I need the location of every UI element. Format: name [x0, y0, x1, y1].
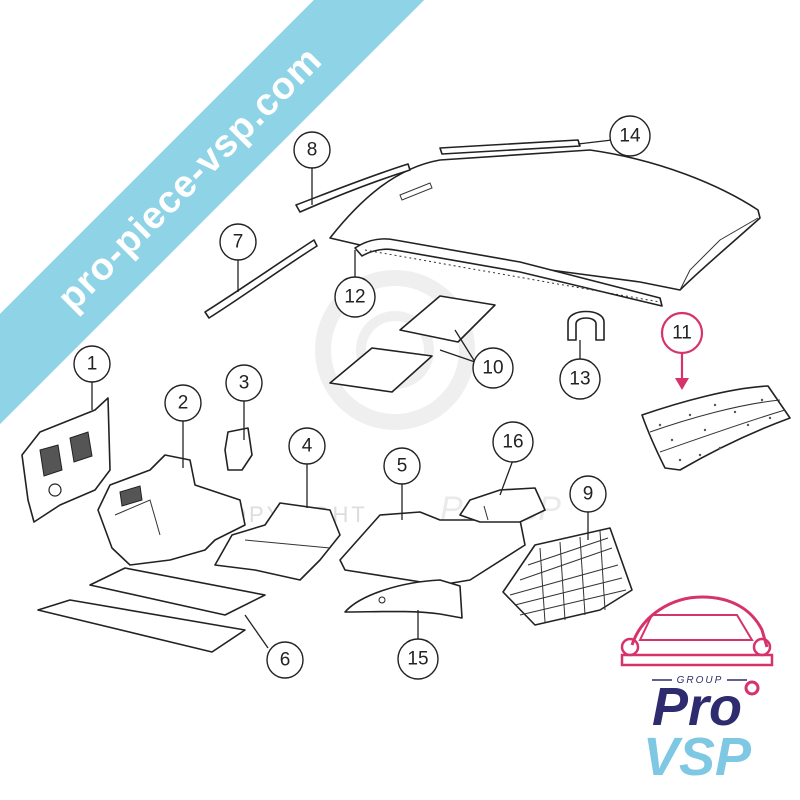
- callout-label-11: 11: [672, 323, 692, 344]
- part-11-parcel-shelf: [641, 385, 791, 471]
- callout-12: 12: [334, 276, 376, 318]
- callout-11-highlighted: 11: [660, 311, 704, 390]
- callout-leaders: [91, 139, 613, 649]
- highlight-arrow-icon: [675, 378, 689, 390]
- callout-label-14: 14: [619, 126, 641, 147]
- part-15-sill-trim: [344, 579, 463, 619]
- callout-14: 14: [609, 115, 651, 157]
- callout-3: 3: [225, 364, 263, 402]
- part-3-bracket: [224, 427, 253, 471]
- logo-group-text: GROUP: [677, 675, 724, 686]
- callout-label-4: 4: [302, 436, 313, 457]
- callout-10: 10: [472, 347, 514, 389]
- part-10-insulation-sheets: [329, 295, 496, 393]
- part-12-roof-seal: [354, 238, 663, 307]
- part-14-roof-trim: [439, 139, 581, 155]
- callout-label-1: 1: [87, 354, 98, 375]
- callout-label-10: 10: [482, 358, 503, 379]
- callout-label-13: 13: [569, 369, 590, 390]
- callout-label-16: 16: [502, 432, 523, 453]
- logo-word-bottom: VSP: [643, 727, 752, 785]
- part-6-sill-runners: [37, 567, 266, 653]
- part-2-front-floor-mat: [97, 454, 246, 566]
- part-16-wheel-arch-trim: [459, 487, 546, 523]
- part-8-trim-strip: [295, 163, 411, 213]
- callout-15: 15: [397, 638, 439, 680]
- callout-16: 16: [492, 421, 534, 463]
- part-5-rear-floor-mat: [339, 511, 526, 586]
- callout-label-2: 2: [178, 393, 189, 414]
- callout-5: 5: [383, 447, 421, 485]
- callout-9: 9: [569, 475, 607, 513]
- car-outline-icon: [620, 595, 774, 667]
- callout-4: 4: [288, 427, 326, 465]
- callout-label-5: 5: [397, 456, 408, 477]
- part-13-u-clip: [567, 310, 605, 341]
- provsp-logo: GROUP Pro VSP: [620, 595, 774, 785]
- callout-2: 2: [164, 384, 202, 422]
- callout-label-12: 12: [344, 287, 365, 308]
- callout-label-9: 9: [583, 484, 594, 505]
- callout-label-6: 6: [280, 650, 291, 671]
- callout-label-15: 15: [407, 649, 428, 670]
- callout-8: 8: [293, 131, 331, 169]
- logo-word-top: Pro: [652, 677, 742, 737]
- part-9-cargo-net: [502, 527, 633, 626]
- callout-1: 1: [73, 345, 111, 383]
- callout-6: 6: [266, 641, 304, 679]
- callout-label-3: 3: [239, 373, 250, 394]
- callout-label-8: 8: [307, 140, 318, 161]
- part-4-floor-mat: [214, 502, 341, 581]
- part-7-trim-strip: [204, 239, 318, 319]
- callout-label-7: 7: [233, 232, 244, 253]
- callout-7: 7: [219, 223, 257, 261]
- part-1-firewall-panel: [21, 397, 111, 523]
- logo-accent-dot: [744, 680, 760, 696]
- callout-13: 13: [559, 358, 601, 400]
